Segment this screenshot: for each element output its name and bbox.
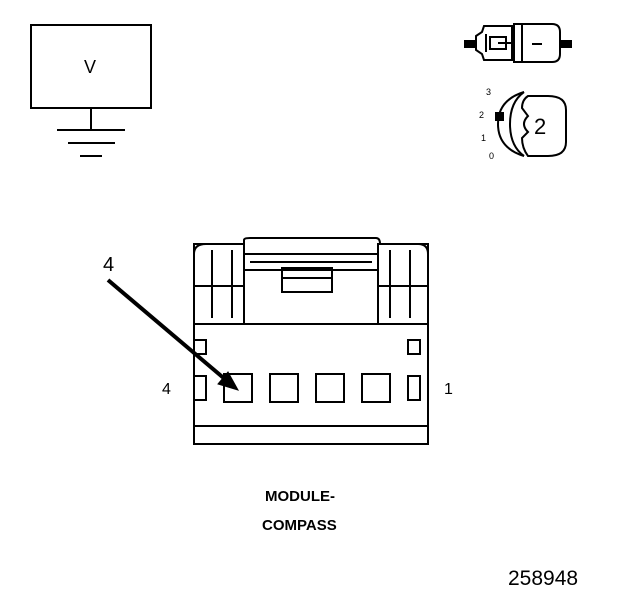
callout-arrow [106,278,240,391]
connector-view-icon [495,91,567,157]
cavity-pin-2 [315,373,345,403]
connector-caption-line1: MODULE- [265,488,335,505]
connector-body [193,237,429,445]
connector-cavities [223,373,391,403]
scale-label-2: 2 [479,110,485,120]
voltmeter-icon [30,24,152,157]
scale-selected-value: 2 [534,114,547,139]
callout-number: 4 [103,254,115,276]
test-probe-icon [464,23,572,63]
cavity-pin-1 [361,373,391,403]
pin-left-label: 4 [162,381,171,398]
cavity-pin-4 [223,373,253,403]
pin-right-label: 1 [444,381,453,398]
cavity-pin-3 [269,373,299,403]
scale-label-1: 1 [481,133,487,143]
connector-caption-line2: COMPASS [262,517,337,534]
voltmeter-symbol: V [84,57,97,77]
scale-label-0: 0 [489,151,495,161]
scale-label-3: 3 [486,87,492,97]
figure-id: 258948 [508,567,579,590]
